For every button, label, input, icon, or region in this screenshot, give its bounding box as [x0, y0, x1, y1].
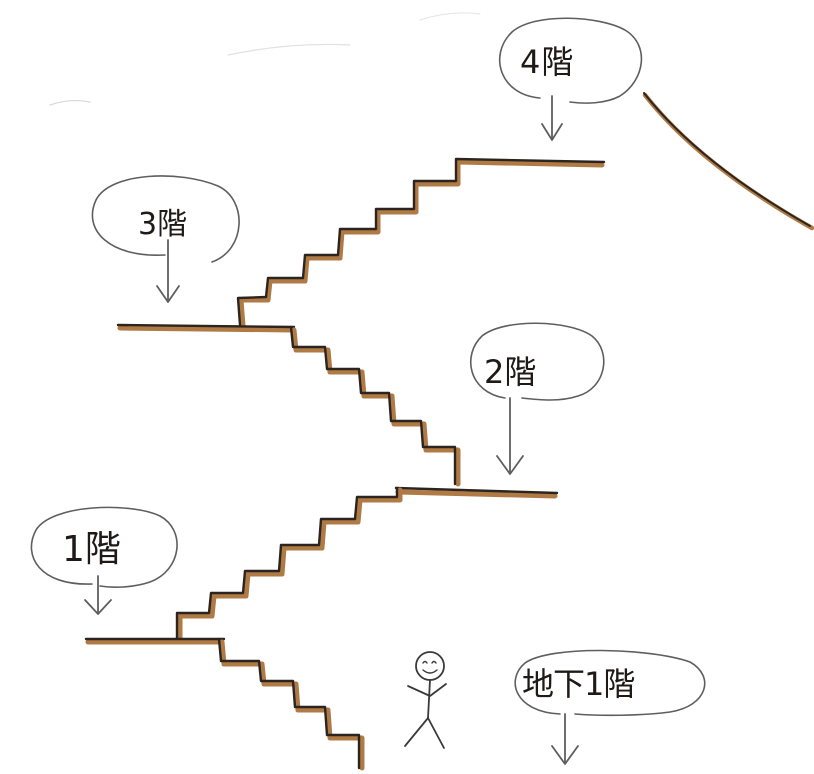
down-arrow-icon: [496, 397, 524, 475]
down-arrow-icon: [84, 575, 112, 615]
staircase-3f-to-4f: [236, 157, 606, 329]
paper-mark: [49, 99, 91, 106]
paper-mark: [227, 43, 351, 56]
bubble-b1: [514, 649, 706, 717]
floor-label-1f: 1階: [62, 529, 121, 570]
down-arrow-icon: [551, 713, 579, 765]
landing-3f: [116, 323, 296, 333]
bubble-4f: [498, 17, 643, 104]
staircase-1f-to-b1: [217, 637, 365, 771]
floor-label-2f: 2階: [484, 353, 537, 391]
railing-curve-wood: [642, 92, 814, 231]
staircase-3f-to-2f: [289, 325, 461, 487]
landing-1f: [84, 637, 226, 645]
bubble-3f: [91, 175, 240, 263]
landing-2f: [394, 486, 559, 499]
floor-label-b1: 地下1階: [522, 665, 635, 703]
down-arrow-icon: [541, 95, 563, 141]
bubble-2f: [469, 322, 605, 401]
down-arrow-icon: [156, 239, 180, 303]
floor-label-4f: 4階: [520, 43, 575, 81]
floor-label-3f: 3階: [138, 207, 188, 242]
railing-curve: [643, 92, 811, 227]
staircase-1f-to-2f: [175, 486, 403, 643]
stick-figure-icon: [404, 651, 447, 749]
bubble-1f: [30, 506, 178, 588]
paper-mark: [419, 12, 481, 21]
